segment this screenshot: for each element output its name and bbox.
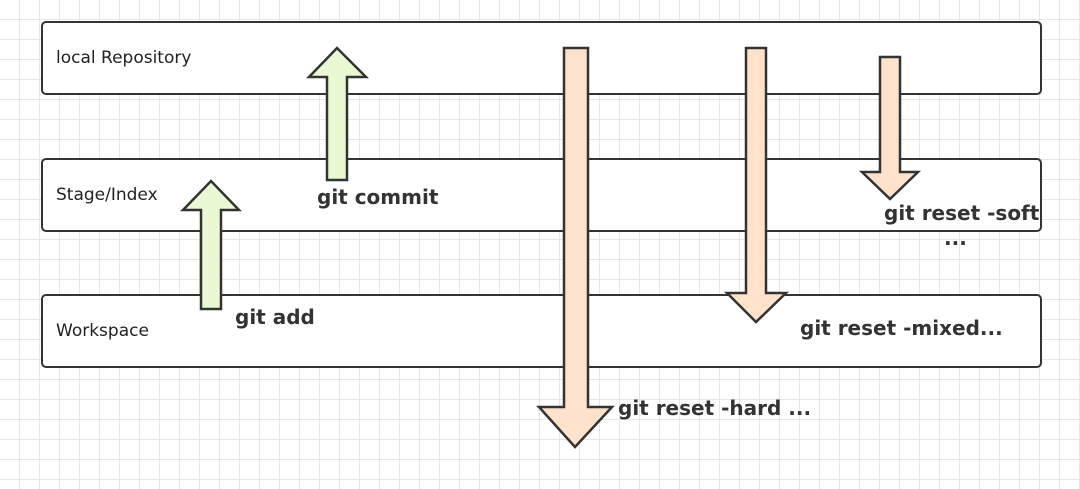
layer-label-workspace: Workspace [56,321,149,341]
git-reset-hard-arrow [536,46,615,449]
git-reset-soft-ellipsis: ... [944,226,967,250]
layer-local-repository: local Repository [41,21,1042,95]
layer-label-repository: local Repository [56,48,192,68]
git-add-label: git add [235,305,315,329]
git-reset-mixed-label: git reset -mixed... [800,316,1003,340]
git-commit-label: git commit [317,185,439,209]
layer-label-index: Stage/Index [56,185,158,205]
git-reset-mixed-arrow [723,46,790,324]
git-commit-arrow [306,46,370,182]
git-reset-soft-label: git reset -soft [884,201,1040,225]
git-reset-soft-arrow [858,55,922,201]
git-add-arrow [180,179,242,311]
git-reset-hard-label: git reset -hard ... [618,396,812,420]
